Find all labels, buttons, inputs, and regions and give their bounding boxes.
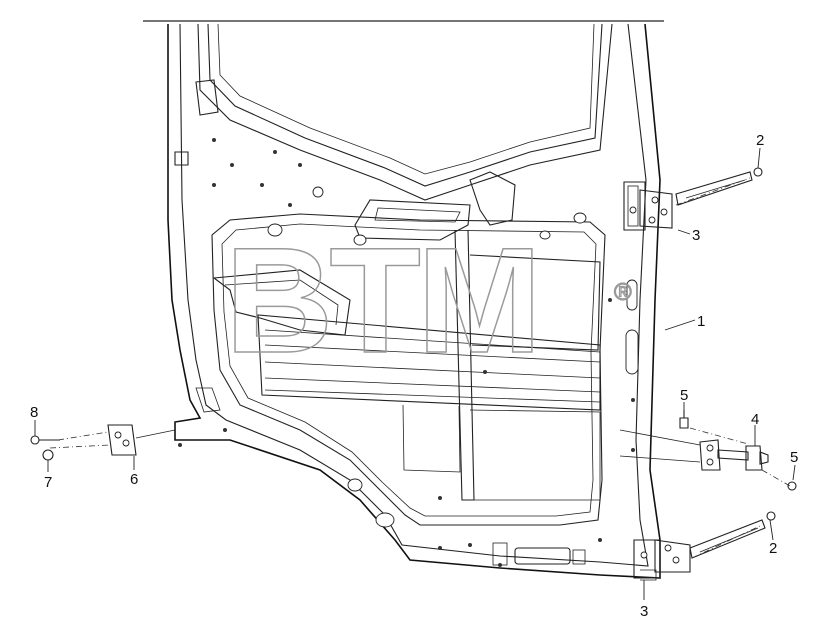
door-panel [167, 23, 661, 579]
callouts: 1 2 2 3 3 4 5 5 6 7 8 [30, 132, 798, 620]
callout-5-upper: 5 [680, 387, 688, 404]
striker-bracket [49, 424, 176, 456]
check-strap-nut-lower [787, 481, 797, 491]
callout-3-upper: 3 [692, 227, 700, 244]
upper-hinge [623, 181, 673, 231]
callout-6: 6 [130, 471, 138, 488]
door-check-strap [619, 427, 791, 487]
callout-2-lower: 2 [769, 540, 777, 557]
callout-5-lower: 5 [790, 449, 798, 466]
leader-lines [34, 147, 796, 600]
callout-7: 7 [44, 474, 52, 491]
callout-4: 4 [751, 411, 759, 428]
lower-hinge [633, 539, 691, 581]
lower-hinge-bolt [689, 511, 776, 559]
upper-hinge-bolt [675, 167, 763, 206]
bracket-nut [42, 449, 54, 461]
bracket-bolt [30, 435, 60, 445]
callout-8: 8 [30, 404, 38, 421]
watermark-text: BTM [225, 216, 538, 384]
watermark: BTM ® [224, 215, 632, 385]
callout-2-upper: 2 [756, 132, 764, 149]
watermark-registered-mark: ® [614, 279, 632, 306]
check-strap-bolt-upper [679, 410, 689, 429]
callout-1: 1 [697, 313, 705, 330]
callout-3-lower: 3 [640, 603, 648, 620]
